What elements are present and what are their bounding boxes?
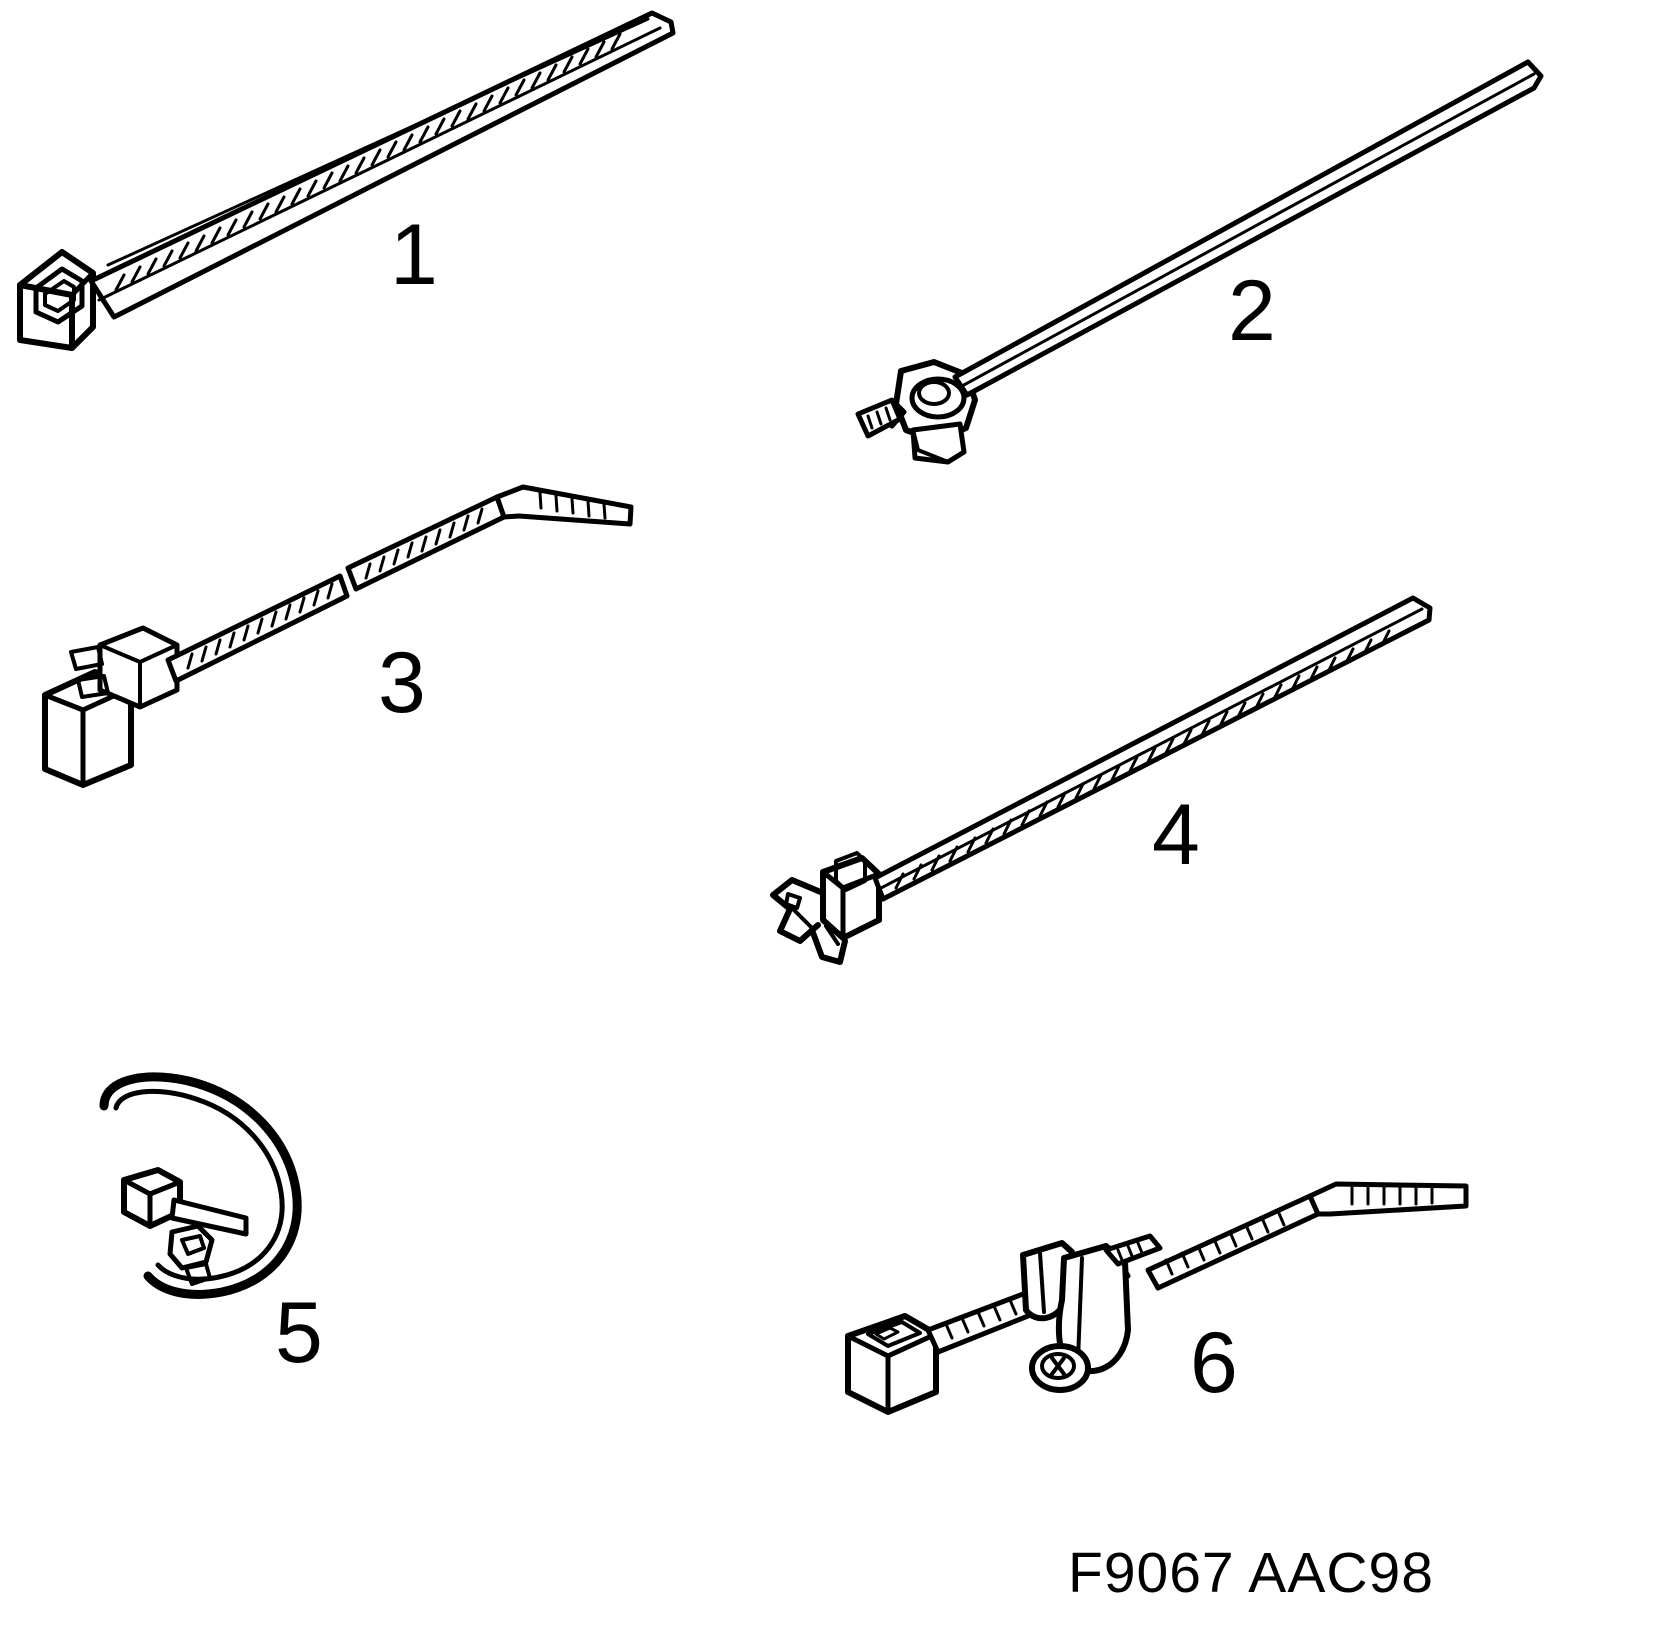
callout-number-4: 4 — [1152, 787, 1200, 883]
callout-number-2: 2 — [1228, 263, 1276, 359]
callout-number-1: 1 — [390, 207, 438, 303]
part-6-cable-clamp-assembly — [845, 1181, 1469, 1415]
callout-number-6: 6 — [1190, 1315, 1238, 1411]
part-2-cable-tie-eyelet-mount — [855, 59, 1544, 465]
part-1-cable-tie-standard — [17, 10, 676, 351]
callout-number-3: 3 — [378, 635, 426, 731]
part-5-cable-tie-looped — [99, 1072, 302, 1299]
part-3-cable-tie-block-base — [42, 484, 634, 788]
part-4-cable-tie-push-mount — [770, 595, 1433, 965]
figure-caption: F9067 AAC98 — [1068, 1541, 1434, 1605]
callout-number-5: 5 — [275, 1285, 323, 1381]
